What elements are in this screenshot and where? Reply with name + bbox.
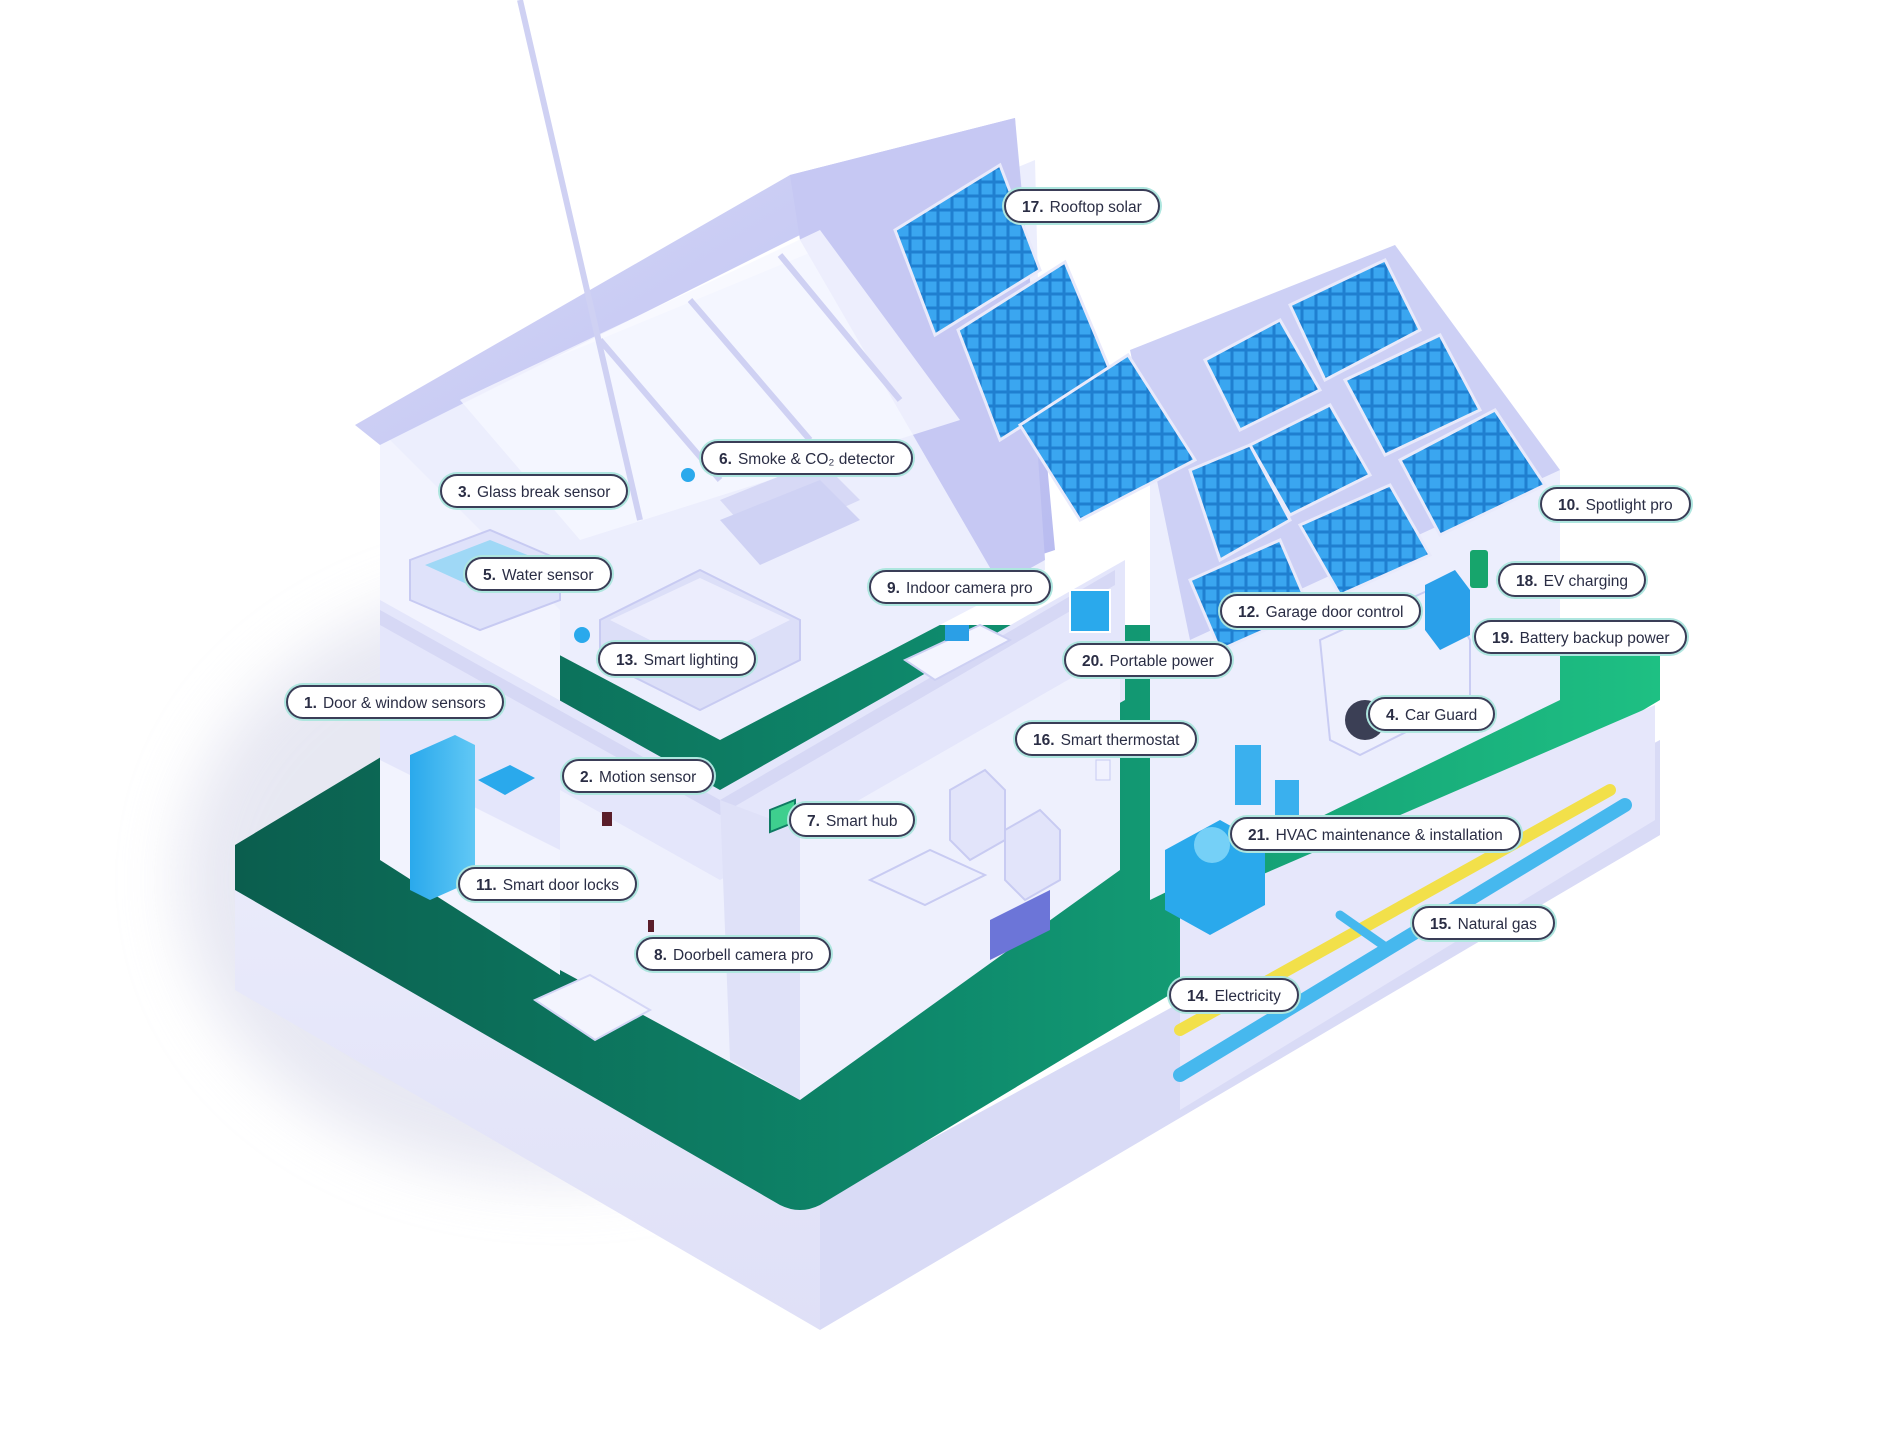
label-text: Rooftop solar	[1049, 199, 1142, 216]
label-text: Indoor camera pro	[905, 580, 1033, 597]
label-doorbell-camera-pro: 8. Doorbell camera pro	[636, 937, 832, 971]
label-smart-hub: 7. Smart hub	[789, 803, 916, 837]
label-rooftop-solar: 17. Rooftop solar	[1004, 189, 1160, 223]
label-spotlight-pro: 10. Spotlight pro	[1540, 487, 1691, 521]
battery-device	[1425, 570, 1470, 650]
coffee-table	[867, 848, 988, 907]
armchair-2	[1004, 808, 1061, 902]
door-lock-device	[602, 812, 612, 826]
fridge	[410, 735, 475, 900]
front-step	[532, 973, 653, 1042]
label-smart-thermostat: 16. Smart thermostat	[1015, 722, 1198, 756]
gas-meter	[1275, 780, 1299, 816]
label-number: 12.	[1238, 604, 1260, 621]
label-garage-door-control: 12. Garage door control	[1220, 594, 1422, 628]
label-number: 7.	[807, 813, 820, 830]
label-text: Motion sensor	[598, 769, 697, 786]
label-text: Glass break sensor	[476, 484, 611, 501]
label-number: 15.	[1430, 916, 1452, 933]
label-number: 14.	[1187, 988, 1209, 1005]
thermostat-device	[1095, 759, 1111, 781]
label-text: Smoke & CO₂ detector	[737, 451, 895, 468]
water-heater	[1235, 745, 1261, 805]
label-battery-backup-power: 19. Battery backup power	[1474, 620, 1688, 654]
interior-objects	[409, 460, 1111, 1042]
label-hvac-maintenance-installation: 21. HVAC maintenance & installation	[1230, 817, 1521, 851]
label-text: Car Guard	[1404, 707, 1478, 724]
label-number: 4.	[1386, 707, 1399, 724]
label-text: Battery backup power	[1519, 630, 1670, 647]
label-number: 8.	[654, 947, 667, 964]
label-number: 6.	[719, 451, 732, 468]
label-text: Water sensor	[501, 567, 594, 584]
label-text: Doorbell camera pro	[672, 947, 814, 964]
label-electricity: 14. Electricity	[1169, 978, 1299, 1012]
label-smoke-co2-detector: 6. Smoke & CO₂ detector	[701, 441, 913, 475]
doorbell-device	[648, 920, 654, 932]
natural-gas-pipe	[1173, 798, 1632, 1082]
ev-charger-device	[1470, 550, 1488, 588]
label-text: Smart thermostat	[1060, 732, 1180, 749]
label-number: 20.	[1082, 653, 1104, 670]
label-text: Smart lighting	[643, 652, 739, 669]
label-text: Door & window sensors	[322, 695, 486, 712]
label-text: EV charging	[1543, 573, 1629, 590]
indoor-camera-device	[1069, 589, 1111, 633]
smoke-detector-device	[681, 468, 695, 482]
label-indoor-camera-pro: 9. Indoor camera pro	[869, 570, 1051, 604]
stove	[478, 765, 535, 795]
label-text: Electricity	[1214, 988, 1281, 1005]
label-portable-power: 20. Portable power	[1064, 643, 1232, 677]
label-text: HVAC maintenance & installation	[1275, 827, 1503, 844]
label-number: 19.	[1492, 630, 1514, 647]
laptop	[945, 625, 969, 641]
label-number: 1.	[304, 695, 317, 712]
label-number: 11.	[476, 877, 497, 894]
label-text: Portable power	[1109, 653, 1214, 670]
label-text: Garage door control	[1265, 604, 1404, 621]
label-motion-sensor: 2. Motion sensor	[562, 759, 715, 793]
lamp-device	[574, 627, 590, 643]
label-text: Spotlight pro	[1585, 497, 1673, 514]
label-natural-gas: 15. Natural gas	[1412, 906, 1555, 940]
label-number: 9.	[887, 580, 900, 597]
label-number: 5.	[483, 567, 496, 584]
label-smart-lighting: 13. Smart lighting	[598, 642, 757, 676]
label-text: Smart door locks	[502, 877, 619, 894]
label-water-sensor: 5. Water sensor	[465, 557, 612, 591]
label-text: Smart hub	[825, 813, 898, 830]
label-car-guard: 4. Car Guard	[1368, 697, 1496, 731]
label-number: 13.	[616, 652, 638, 669]
label-number: 21.	[1248, 827, 1270, 844]
label-number: 3.	[458, 484, 471, 501]
label-number: 17.	[1022, 199, 1044, 216]
label-text: Natural gas	[1457, 916, 1537, 933]
label-number: 10.	[1558, 497, 1580, 514]
label-number: 18.	[1516, 573, 1538, 590]
label-number: 2.	[580, 769, 593, 786]
tv	[990, 890, 1050, 960]
label-number: 16.	[1033, 732, 1055, 749]
label-glass-break-sensor: 3. Glass break sensor	[440, 474, 629, 508]
rooftop-solar-panels	[893, 162, 1198, 522]
label-smart-door-locks: 11. Smart door locks	[458, 867, 637, 901]
label-ev-charging: 18. EV charging	[1498, 563, 1647, 597]
label-door-window-sensors: 1. Door & window sensors	[286, 685, 504, 719]
